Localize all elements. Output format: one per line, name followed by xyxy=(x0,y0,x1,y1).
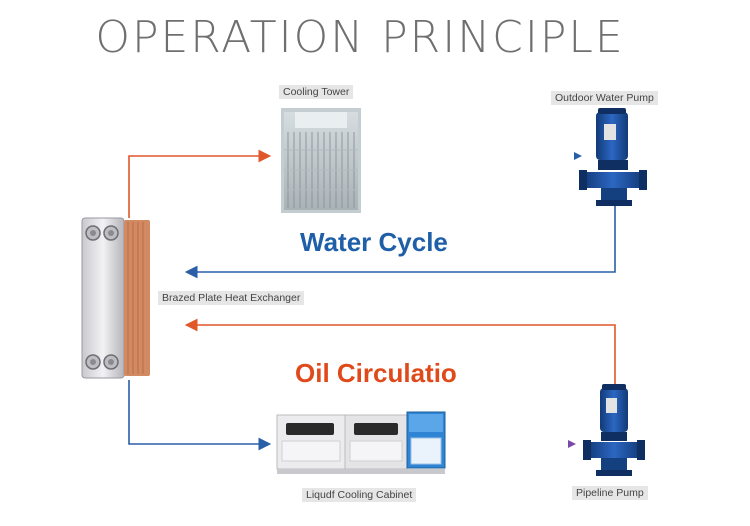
heat-exchanger-label: Brazed Plate Heat Exchanger xyxy=(158,291,305,305)
flow-line-outdoor-pump-return xyxy=(184,206,616,279)
cooling-cabinet-image xyxy=(276,411,446,474)
outdoor-water-pump-image xyxy=(579,108,647,206)
flow-line-cabinet-to-pipeline-pump xyxy=(452,440,576,448)
flow-line-exchanger-to-cabinet xyxy=(128,380,272,451)
water-cycle-label: Water Cycle xyxy=(300,227,448,257)
flow-line-exchanger-to-tower xyxy=(128,149,272,218)
flow-line-pipeline-pump-return xyxy=(184,318,616,384)
heat-exchanger-image xyxy=(81,217,150,379)
cooling-tower-label: Cooling Tower xyxy=(279,85,354,99)
cooling-cabinet-label: Liqudf Cooling Cabinet xyxy=(302,488,417,502)
outdoor-water-pump-label: Outdoor Water Pump xyxy=(551,91,658,105)
flow-line-tower-to-outdoor-pump xyxy=(361,152,582,160)
oil-circulation-label: Oil Circulatio xyxy=(295,358,457,388)
pipeline-pump-label: Pipeline Pump xyxy=(572,486,648,500)
pipeline-pump-image xyxy=(583,384,645,476)
page-title: OPERATION PRINCIPLE xyxy=(95,12,625,63)
cooling-tower-image xyxy=(281,108,361,213)
